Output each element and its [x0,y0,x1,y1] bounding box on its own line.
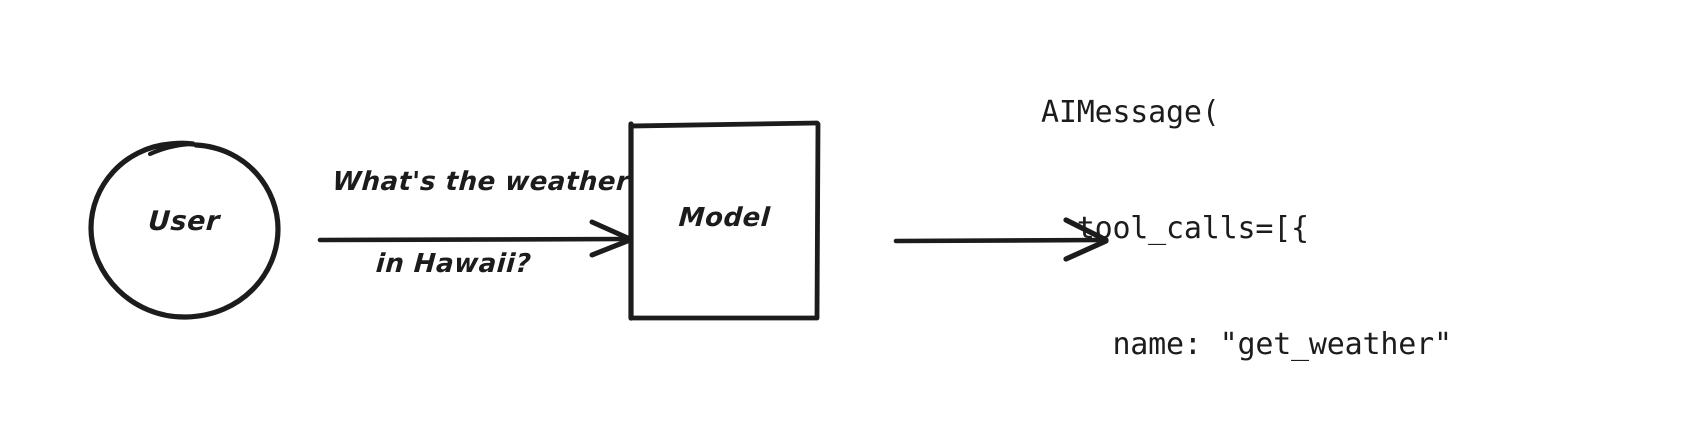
model-node-box [628,120,821,321]
user-node-circle [88,140,281,320]
arrow-model-to-output [893,217,1109,262]
model-node-label: Model [677,203,772,233]
arrow-user-to-model [317,219,633,258]
user-node-label: User [147,206,221,237]
code-line: tool_calls=[{ [1041,210,1309,246]
code-line: AIMessage( [1041,94,1220,130]
edge-label-group: What's the weather in Hawaii? [281,121,631,367]
edge-label-line-1: What's the weather [331,167,631,197]
code-line: name: "get_weather" [1041,327,1452,363]
ai-message-code-block: AIMessage( tool_calls=[{ name: "get_weat… [1041,16,1488,432]
edge-label-line-2: in Hawaii? [374,249,533,279]
